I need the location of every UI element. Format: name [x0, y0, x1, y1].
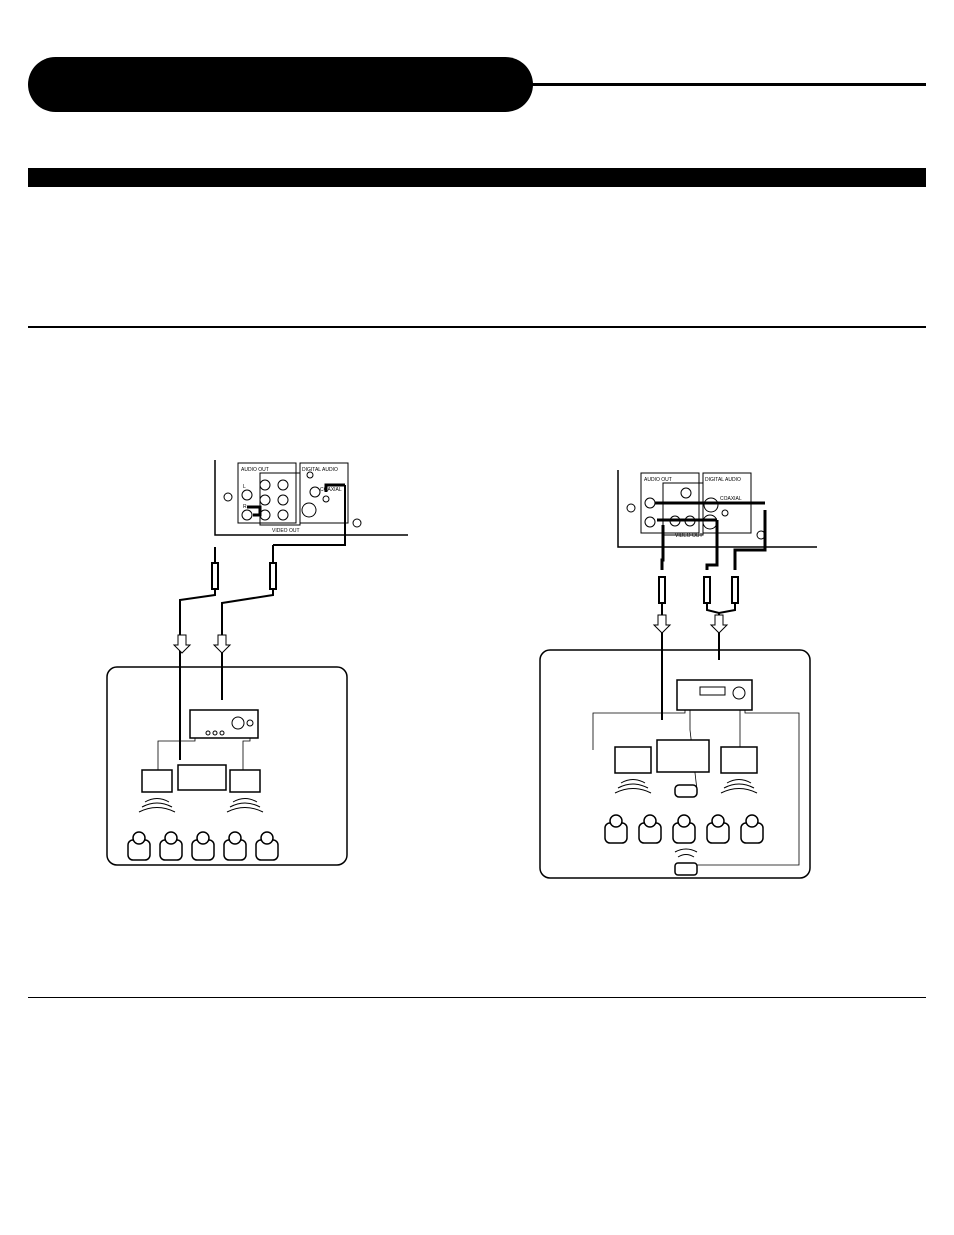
- sound-waves: [614, 779, 758, 858]
- title-rule: [520, 83, 926, 86]
- chapter-title-banner: [28, 57, 533, 112]
- room-frame: [539, 649, 811, 879]
- audience: [127, 831, 279, 861]
- audio-l-label: L: [243, 484, 246, 490]
- audio-out-label: AUDIO OUT: [241, 467, 269, 473]
- stereo-amplifier: [189, 709, 259, 739]
- coaxial-label: COAXIAL: [320, 487, 342, 493]
- stereo-connection-diagram: AUDIO OUT L R VIDEO OUT DIGITAL AUDIO CO…: [106, 460, 408, 866]
- av-receiver: [676, 679, 753, 711]
- digital-audio-label: DIGITAL AUDIO: [705, 477, 741, 483]
- tv-and-speakers: [614, 739, 758, 876]
- audio-out-label: AUDIO OUT: [644, 477, 672, 483]
- sound-waves: [138, 798, 264, 813]
- audience: [604, 814, 764, 844]
- tv-and-speakers: [141, 764, 261, 793]
- room-frame: [106, 666, 348, 866]
- signal-flow-arrows: [172, 634, 232, 654]
- section-divider-bottom: [28, 997, 926, 998]
- section-divider-top: [28, 326, 926, 328]
- connection-arrows: [247, 483, 345, 517]
- cables: [179, 485, 346, 760]
- digital-audio-label: DIGITAL AUDIO: [302, 467, 338, 473]
- video-out-label: VIDEO OUT: [272, 528, 300, 534]
- player-rear-panel: [214, 460, 408, 536]
- section-header-bar: [28, 168, 926, 187]
- audio-r-label: R: [243, 504, 247, 510]
- signal-flow-arrows: [652, 614, 729, 634]
- cables: [658, 576, 739, 720]
- speaker-wires: [157, 738, 251, 770]
- coaxial-label: COAXIAL: [720, 496, 742, 502]
- surround-connection-diagram: AUDIO OUT VIDEO OUT DIGITAL AUDIO COAXIA…: [539, 470, 817, 879]
- video-out-label: VIDEO OUT: [675, 533, 703, 539]
- connection-arrows: [655, 501, 767, 570]
